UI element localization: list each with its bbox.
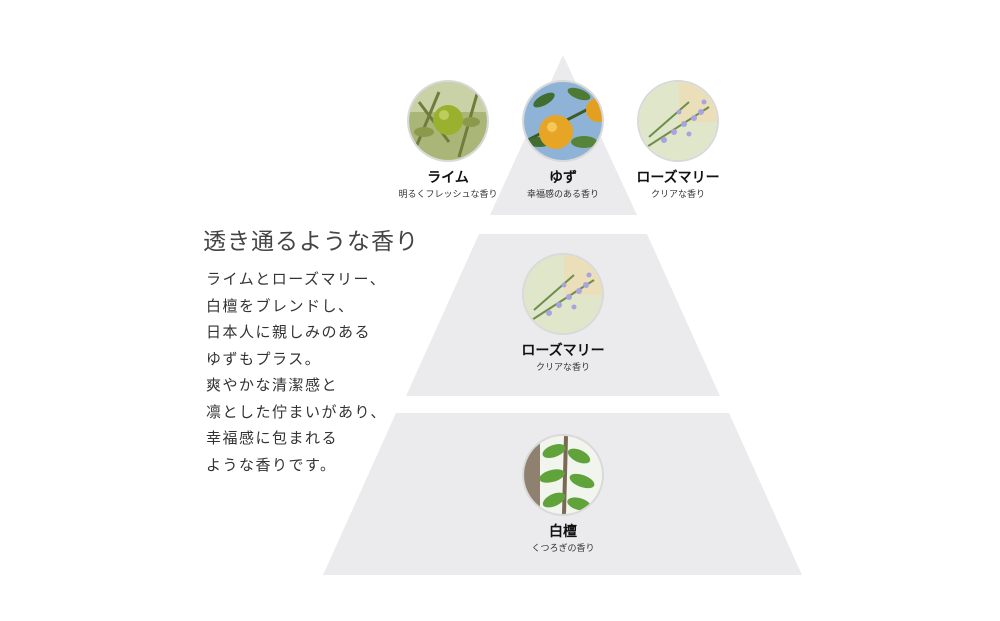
description-line: ような香りです。 <box>206 455 337 474</box>
top-note-yuzu: ゆず 幸福感のある香り <box>488 80 638 201</box>
note-description: 明るくフレッシュな香り <box>398 190 498 200</box>
description-text: ライムとローズマリー、 白檀をブレンドし、 日本人に親しみのある ゆずもプラス。… <box>206 266 387 478</box>
description-line: 爽やかな清潔感と <box>206 376 339 394</box>
note-description: くつろぎの香り <box>531 544 595 554</box>
rosemary-photo <box>522 253 604 335</box>
rosemary-photo <box>637 80 719 162</box>
note-description: クリアな香り <box>650 190 705 200</box>
note-description: クリアな香り <box>535 363 590 373</box>
note-name: ゆず <box>549 170 577 186</box>
note-name: ローズマリー <box>521 343 605 359</box>
description-line: ゆずもプラス。 <box>206 349 322 368</box>
description-line: ライムとローズマリー、 <box>206 270 387 288</box>
description-line: 白檀をブレンドし、 <box>206 296 355 315</box>
note-name: 白檀 <box>549 524 577 540</box>
top-note-rosemary: ローズマリー クリアな香り <box>603 80 753 201</box>
middle-note-rosemary: ローズマリー クリアな香り <box>488 253 638 374</box>
note-name: ローズマリー <box>636 170 720 186</box>
description-line: 日本人に親しみのある <box>206 323 372 341</box>
description-line: 凛とした佇まいがあり、 <box>206 402 387 421</box>
note-description: 幸福感のある香り <box>526 190 599 200</box>
top-note-lime: ライム 明るくフレッシュな香り <box>373 80 523 201</box>
headline: 透き通るような香り <box>203 229 419 255</box>
sandalwood-leaves-photo <box>522 434 604 516</box>
description-line: 幸福感に包まれる <box>206 429 339 447</box>
note-name: ライム <box>427 170 469 186</box>
lime-photo <box>407 80 489 162</box>
base-note-sandalwood: 白檀 くつろぎの香り <box>488 434 638 555</box>
yuzu-photo <box>522 80 604 162</box>
